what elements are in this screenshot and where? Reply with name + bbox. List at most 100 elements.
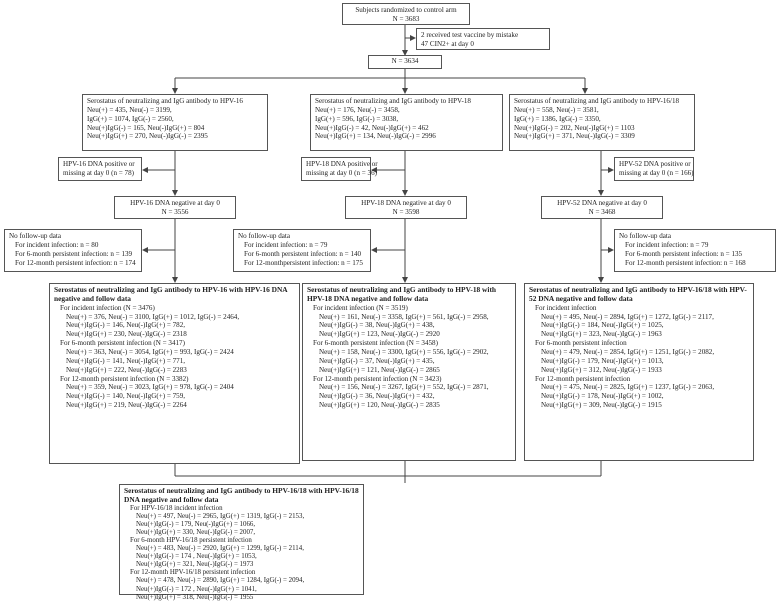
final-box-line: Neu(+) = 363, Neu(-) = 3054, IgG(+) = 99… xyxy=(66,348,234,357)
final-box-line: Neu(+) = 156, Neu(-) = 3267, IgG(+) = 55… xyxy=(319,383,489,392)
exclusion-line: HPV-52 DNA positive or xyxy=(619,160,691,168)
final-box-title: Serostatus of neutralizing and IgG antib… xyxy=(529,285,747,303)
serostatus-line: IgG(+) = 1074, IgG(-) = 2560, xyxy=(87,114,174,123)
final-box-line: Neu(+)IgG(-) = 184, Neu(-)IgG(+) = 1025, xyxy=(541,321,664,330)
hpv1618-final-box: Serostatus of neutralizing and IgG antib… xyxy=(524,283,754,461)
final-box-title: Serostatus of neutralizing and IgG antib… xyxy=(307,285,497,303)
final-box-line: Neu(+)IgG(+) = 318, Neu(-)IgG(-) = 1955 xyxy=(136,593,254,601)
final-box-line: Neu(+)IgG(+) = 123, Neu(-)IgG(-) = 2920 xyxy=(319,330,440,339)
dna-negative-title: HPV-16 DNA negative at day 0 xyxy=(130,199,220,207)
randomized-count: N = 3683 xyxy=(392,14,420,23)
final-box-line: For incident infection xyxy=(535,303,597,312)
hpv52-dna-negative-box: HPV-52 DNA negative at day 0 N = 3468 xyxy=(541,196,663,219)
exclusion-line: HPV-16 DNA positive or xyxy=(63,160,135,168)
final-box-line: Neu(+)IgG(-) = 146, Neu(-)IgG(+) = 782, xyxy=(66,321,186,330)
remaining-count-box: N = 3634 xyxy=(368,55,442,69)
final-box-line: Neu(+)IgG(+) = 121, Neu(-)IgG(-) = 2865 xyxy=(319,365,440,374)
serostatus-line: Neu(+)IgG(-) = 165, Neu(-)IgG(+) = 804 xyxy=(87,123,205,132)
final-box-line: Neu(+) = 161, Neu(-) = 3358, IgG(+) = 56… xyxy=(319,312,489,321)
no-followup-line: For incident infection: n = 79 xyxy=(625,240,709,249)
exclusion-line: 2 received test vaccine by mistake xyxy=(421,31,519,39)
dna-negative-title: HPV-52 DNA negative at day 0 xyxy=(557,199,647,207)
hpv52-no-followup-box: No follow-up data For incident infection… xyxy=(614,229,776,272)
randomized-subjects-box: Subjects randomized to control arm N = 3… xyxy=(342,3,470,25)
no-followup-line: For 12-monthpersistent infection: n = 17… xyxy=(244,258,363,267)
final-box-line: Neu(+) = 495, Neu(-) = 2894, IgG(+) = 12… xyxy=(541,312,714,321)
no-followup-line: For incident infection: n = 79 xyxy=(244,240,328,249)
no-followup-line: For 6-month persistent infection: n = 14… xyxy=(244,249,362,258)
dna-negative-count: N = 3598 xyxy=(392,207,420,216)
final-box-line: For 6-month persistent infection xyxy=(535,339,627,348)
exclusion-line: HPV-18 DNA positive or xyxy=(306,160,378,168)
no-followup-line: For 6-month persistent infection: n = 13… xyxy=(15,249,133,258)
final-box-line: Neu(+)IgG(+) = 321, Neu(-)IgG(-) = 1973 xyxy=(136,561,254,569)
final-box-line: Neu(+)IgG(+) = 312, Neu(-)IgG(-) = 1933 xyxy=(541,365,662,374)
hpv18-dna-negative-box: HPV-18 DNA negative at day 0 N = 3598 xyxy=(345,196,467,219)
final-box-line: For HPV-16/18 incident infection xyxy=(130,504,223,512)
final-box-line: Neu(+)IgG(+) = 222, Neu(-)IgG(-) = 2283 xyxy=(66,365,187,374)
final-box-line: Neu(+)IgG(-) = 174 , Neu(-)IgG(+) = 1053… xyxy=(136,553,257,561)
exclusion-line: missing at day 0 (n = 36) xyxy=(306,168,377,177)
serostatus-line: IgG(+) = 1386, IgG(-) = 3350, xyxy=(514,114,601,123)
serostatus-line: Neu(+) = 558, Neu(-) = 3581, xyxy=(514,105,599,114)
hpv16-no-followup-box: No follow-up data For incident infection… xyxy=(4,229,142,272)
no-followup-line: For incident infection: n = 80 xyxy=(15,240,99,249)
final-box-line: Neu(+)IgG(+) = 230, Neu(-)IgG(-) = 2318 xyxy=(66,330,187,339)
serostatus-hpv18-box: Serostatus of neutralizing and IgG antib… xyxy=(310,94,503,151)
final-box-line: Neu(+)IgG(+) = 120, Neu(-)IgG(-) = 2835 xyxy=(319,401,440,410)
final-box-lines: For incident infection (N = 3519)Neu(+) … xyxy=(307,304,511,410)
exclusion-line: 47 CIN2+ at day 0 xyxy=(421,39,474,48)
dna-negative-count: N = 3556 xyxy=(161,207,189,216)
exclusion-box: 2 received test vaccine by mistake 47 CI… xyxy=(416,28,550,50)
serostatus-line: Serostatus of neutralizing and IgG antib… xyxy=(315,97,471,105)
final-box-line: Neu(+)IgG(-) = 178, Neu(-)IgG(+) = 1002, xyxy=(541,392,664,401)
no-followup-line: For 12-month persistent infection: n = 1… xyxy=(625,258,746,267)
serostatus-line: Neu(+)IgG(-) = 202, Neu(-)IgG(+) = 1103 xyxy=(514,123,635,132)
no-followup-title: No follow-up data xyxy=(619,232,672,240)
final-box-line: Neu(+) = 475, Neu(-) = 2825, IgG(+) = 12… xyxy=(541,383,715,392)
final-box-line: Neu(+) = 478, Neu(-) = 2890, IgG(+) = 12… xyxy=(136,577,305,585)
no-followup-title: No follow-up data xyxy=(238,232,291,240)
final-box-title: Serostatus of neutralizing and IgG antib… xyxy=(54,285,288,303)
serostatus-line: Neu(+)IgG(+) = 371, Neu(-)IgG(-) = 3309 xyxy=(514,132,635,141)
final-box-line: For 12-month HPV-16/18 persistent infect… xyxy=(130,569,256,577)
final-box-line: Neu(+) = 479, Neu(-) = 2854, IgG(+) = 12… xyxy=(541,348,715,357)
no-followup-title: No follow-up data xyxy=(9,232,62,240)
final-box-line: For incident infection (N = 3476) xyxy=(60,303,155,312)
dna-negative-count: N = 3468 xyxy=(588,207,616,216)
final-box-line: Neu(+)IgG(-) = 141, Neu(-)IgG(+) = 771, xyxy=(66,356,186,365)
serostatus-hpv16-box: Serostatus of neutralizing and IgG antib… xyxy=(82,94,268,151)
hpv16-final-box: Serostatus of neutralizing and IgG antib… xyxy=(49,283,300,464)
hpv16-dna-exclusion-box: HPV-16 DNA positive or missing at day 0 … xyxy=(58,157,142,181)
serostatus-line: Neu(+) = 435, Neu(-) = 3199, xyxy=(87,105,172,114)
final-box-line: Neu(+)IgG(-) = 140, Neu(-)IgG(+) = 759, xyxy=(66,392,186,401)
no-followup-line: For 12-month persistent infection: n = 1… xyxy=(15,258,136,267)
hpv18-dna-exclusion-box: HPV-18 DNA positive or missing at day 0 … xyxy=(301,157,378,181)
final-box-line: For 6-month persistent infection (N = 34… xyxy=(313,339,438,348)
final-box-line: Neu(+)IgG(-) = 38, Neu(-)IgG(+) = 438, xyxy=(319,321,435,330)
remaining-count: N = 3634 xyxy=(391,57,419,65)
final-box-line: Neu(+)IgG(+) = 323, Neu(-)IgG(-) = 1963 xyxy=(541,330,662,339)
final-box-line: Neu(+)IgG(-) = 36, Neu(-)IgG(+) = 432, xyxy=(319,392,435,401)
final-box-line: For 12-month persistent infection (N = 3… xyxy=(313,374,442,383)
final-box-line: Neu(+)IgG(-) = 172 , Neu(-)IgG(+) = 1041… xyxy=(136,585,257,593)
no-followup-line: For 6-month persistent infection: n = 13… xyxy=(625,249,743,258)
hpv52-dna-exclusion-box: HPV-52 DNA positive or missing at day 0 … xyxy=(614,157,694,181)
final-box-line: Neu(+)IgG(-) = 179, Neu(-)IgG(+) = 1013, xyxy=(541,356,664,365)
final-box-line: For 12-month persistent infection (N = 3… xyxy=(60,374,189,383)
hpv16-dna-negative-box: HPV-16 DNA negative at day 0 N = 3556 xyxy=(114,196,236,219)
final-box-line: Neu(+)IgG(-) = 179, Neu(-)IgG(+) = 1066, xyxy=(136,520,256,528)
exclusion-line: missing at day 0 (n = 166) xyxy=(619,168,694,177)
serostatus-line: IgG(+) = 596, IgG(-) = 3038, xyxy=(315,114,399,123)
serostatus-line: Serostatus of neutralizing and IgG antib… xyxy=(87,97,243,105)
serostatus-hpv1618-box: Serostatus of neutralizing and IgG antib… xyxy=(509,94,695,151)
final-box-line: For 6-month persistent infection (N = 34… xyxy=(60,339,185,348)
final-box-line: For incident infection (N = 3519) xyxy=(313,303,408,312)
serostatus-line: Neu(+) = 176, Neu(-) = 3458, xyxy=(315,105,400,114)
serostatus-line: Neu(+)IgG(+) = 134, Neu(-)IgG(-) = 2996 xyxy=(315,132,436,141)
final-box-line: Neu(+)IgG(-) = 37, Neu(-)IgG(+) = 435, xyxy=(319,356,435,365)
final-box-line: Neu(+) = 359, Neu(-) = 3023, IgG(+) = 97… xyxy=(66,383,234,392)
